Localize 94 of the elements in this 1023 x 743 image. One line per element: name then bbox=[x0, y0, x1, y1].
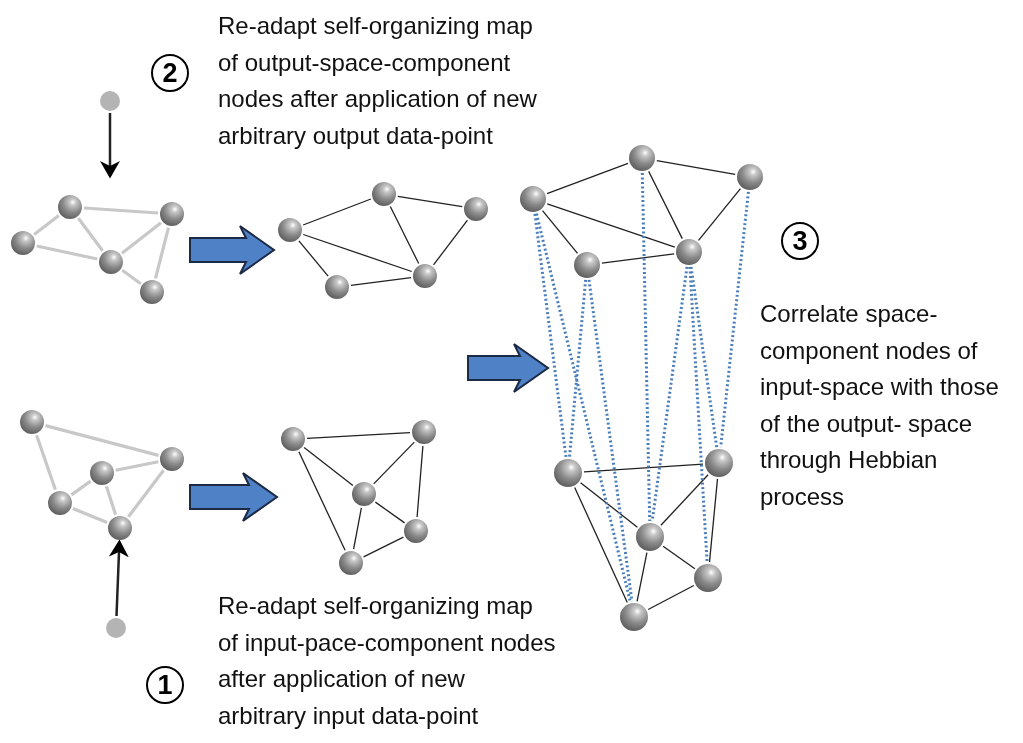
step-number: 3 bbox=[781, 222, 819, 260]
block-arrow bbox=[189, 472, 279, 522]
link-line bbox=[656, 159, 736, 176]
link-line bbox=[121, 221, 162, 255]
link-line bbox=[648, 170, 683, 240]
sphere-node bbox=[520, 186, 546, 212]
sphere-node bbox=[676, 239, 702, 265]
link-line bbox=[127, 469, 165, 518]
step-description: Correlate space- component nodes of input-space with those of the output- space through Hebbian process bbox=[760, 299, 1000, 512]
dotted-link bbox=[533, 213, 568, 458]
sphere-node bbox=[48, 491, 72, 515]
sphere-node bbox=[339, 551, 363, 575]
link-line bbox=[647, 584, 695, 611]
sphere-node bbox=[99, 250, 123, 274]
dotted-link bbox=[587, 279, 634, 602]
link-line bbox=[374, 501, 406, 524]
link-line bbox=[35, 434, 57, 491]
sphere-node bbox=[629, 145, 655, 171]
link-line bbox=[636, 552, 648, 602]
sphere-node bbox=[11, 231, 35, 255]
link-line bbox=[83, 206, 159, 215]
sphere-node bbox=[413, 264, 437, 288]
dotted-link bbox=[688, 266, 709, 563]
sphere-node bbox=[325, 275, 349, 299]
link-line bbox=[298, 240, 329, 277]
sphere-node bbox=[20, 410, 44, 434]
link-line bbox=[708, 478, 719, 563]
link-line bbox=[36, 244, 98, 261]
sphere-node bbox=[705, 449, 733, 477]
dotted-link bbox=[568, 279, 588, 458]
sphere-node bbox=[636, 523, 664, 551]
sphere-node bbox=[554, 459, 582, 487]
data-point-dot bbox=[100, 91, 120, 111]
sphere-node bbox=[90, 461, 114, 485]
link-line bbox=[662, 545, 696, 570]
link-line bbox=[302, 198, 372, 226]
link-line bbox=[350, 277, 412, 286]
sphere-node bbox=[412, 420, 436, 444]
link-line bbox=[306, 432, 411, 439]
sphere-node bbox=[737, 164, 763, 190]
link-line bbox=[583, 463, 704, 473]
link-line bbox=[72, 506, 108, 525]
step-number: 1 bbox=[146, 666, 184, 704]
sphere-node bbox=[108, 516, 132, 540]
dotted-link bbox=[650, 266, 689, 522]
sphere-node bbox=[58, 195, 82, 219]
sphere-node bbox=[694, 564, 722, 592]
link-line bbox=[303, 446, 354, 487]
sphere-node bbox=[404, 519, 428, 543]
link-line bbox=[352, 507, 363, 550]
sphere-node bbox=[281, 427, 305, 451]
link-line bbox=[416, 445, 424, 518]
sphere-node bbox=[464, 197, 488, 221]
sphere-node bbox=[140, 280, 164, 304]
link-line bbox=[77, 217, 104, 252]
step-description: Re-adapt self-organizing map of output-space-component nodes after application of new arbitrary output data-point bbox=[218, 11, 538, 151]
link-line bbox=[397, 195, 463, 208]
link-line bbox=[373, 441, 415, 485]
sphere-node bbox=[160, 202, 184, 226]
arrow bbox=[108, 539, 129, 617]
sphere-node bbox=[160, 447, 184, 471]
data-point-dot bbox=[106, 618, 126, 638]
link-line bbox=[302, 233, 413, 273]
link-line bbox=[33, 214, 60, 236]
link-line bbox=[660, 474, 709, 526]
link-line bbox=[362, 536, 405, 558]
dotted-link bbox=[535, 213, 632, 602]
link-line bbox=[579, 482, 639, 528]
link-line bbox=[70, 479, 92, 497]
sphere-node bbox=[574, 252, 600, 278]
dotted-link bbox=[689, 266, 719, 448]
link-line bbox=[45, 424, 159, 457]
link-line bbox=[432, 219, 469, 266]
step-number: 2 bbox=[151, 54, 189, 92]
link-line bbox=[153, 227, 171, 279]
link-line bbox=[697, 187, 742, 242]
step-description: Re-adapt self-organizing map of input-pace-component nodes after application of new arbitrary input data-point bbox=[218, 591, 556, 731]
sphere-node bbox=[620, 603, 648, 631]
link-line bbox=[574, 486, 628, 604]
dotted-link bbox=[640, 172, 652, 522]
link-line bbox=[115, 460, 159, 472]
link-line bbox=[546, 162, 629, 195]
arrow bbox=[100, 113, 120, 179]
link-line bbox=[601, 253, 675, 264]
link-line bbox=[298, 451, 346, 551]
link-line bbox=[104, 485, 118, 516]
block-arrow bbox=[189, 225, 276, 275]
link-line bbox=[389, 205, 420, 265]
sphere-node bbox=[352, 482, 376, 506]
link-line bbox=[121, 269, 142, 285]
sphere-node bbox=[372, 182, 396, 206]
sphere-node bbox=[278, 218, 302, 242]
link-line bbox=[541, 209, 579, 255]
link-line bbox=[546, 203, 676, 248]
